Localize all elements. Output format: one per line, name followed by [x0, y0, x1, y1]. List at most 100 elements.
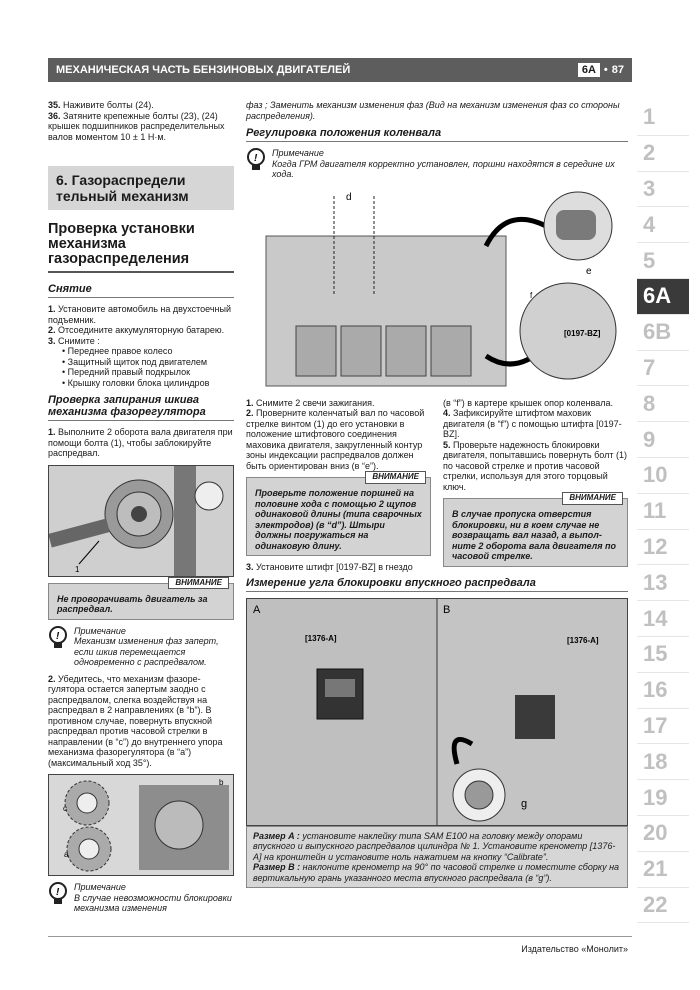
svg-text:!: !	[56, 887, 60, 898]
page-number-block: 6A • 87	[577, 63, 624, 77]
chapter-tab-active[interactable]: 6A	[637, 278, 689, 315]
list-item: Крышку головки блока цилиндров	[62, 378, 234, 389]
fig-callout: d	[346, 192, 352, 203]
chapter-tab[interactable]: 8	[637, 386, 689, 423]
tool-label: [0197-BZ]	[564, 329, 601, 338]
list-item: Передний правый подкрылок	[62, 367, 234, 378]
fig-panel-label: A	[253, 604, 261, 616]
pulley-step-1: 1. Выполните 2 оборота вала двигате­ля п…	[48, 427, 234, 459]
phaser-figure: c a b	[48, 774, 234, 876]
caption-a-label: Размер A :	[253, 830, 300, 841]
engine-figure: d e f [0197-BZ]	[246, 186, 628, 398]
step-3: 3. Снимите :	[48, 336, 234, 347]
chapter-tab[interactable]: 10	[637, 458, 689, 494]
step-text: Наживите болты (24).	[60, 100, 154, 110]
caption-b-label: Размер B :	[253, 862, 301, 872]
warning-box: ВНИМАНИЕ В случае пропуска отверстия бло…	[443, 492, 628, 567]
step-number: 4.	[443, 408, 451, 418]
engine-illustration: d e f [0197-BZ]	[265, 191, 617, 386]
chapter-tab[interactable]: 15	[637, 637, 689, 673]
note: ! Примечание Механизм изменения фаз за­п…	[48, 625, 234, 668]
page-header: МЕХАНИЧЕСКАЯ ЧАСТЬ БЕНЗИНОВЫХ ДВИГАТЕЛЕЙ…	[48, 58, 632, 82]
chapter-tab[interactable]: 16	[637, 673, 689, 709]
tool-label: [1376-A]	[305, 634, 337, 643]
pulley-illustration: 1	[49, 465, 233, 576]
chapter-tab[interactable]: 20	[637, 816, 689, 852]
publisher: Издательство «Монолит»	[521, 944, 628, 954]
inclinometer-figure: A B [1376-A] [1376-A] g	[246, 597, 628, 826]
chapter-tab[interactable]: 1	[637, 100, 689, 136]
step-number: 1.	[246, 397, 254, 408]
chapter-tab[interactable]: 14	[637, 601, 689, 637]
chapter-tab[interactable]: 4	[637, 207, 689, 244]
note-text: В случае невозможности бло­кировки механ…	[74, 892, 232, 914]
crank-step-5: 5. Проверьте надежность блокиров­ки двиг…	[443, 440, 628, 493]
warning-tag: ВНИМАНИЕ	[365, 471, 426, 484]
chapter-tab[interactable]: 6B	[637, 315, 689, 351]
pulley-figure: 1	[48, 464, 234, 577]
pulley-step-2: 2. Убедитесь, что механизм фазоре­гулято…	[48, 674, 234, 769]
warning-box: ВНИМАНИЕ Не проворачивать двигатель за р…	[48, 576, 234, 620]
lightbulb-icon: !	[49, 625, 67, 648]
inclinometer-illustration: A B [1376-A] [1376-A] g	[247, 598, 627, 825]
note-body: Примечание В случае невозможности бло­ки…	[74, 882, 234, 914]
step-number: 1.	[48, 304, 56, 314]
step-text: Отсоедините аккумуляторную ба­тарею.	[55, 325, 225, 335]
chapter-tab[interactable]: 13	[637, 565, 689, 602]
step-number: 36.	[48, 110, 61, 121]
page-number: 87	[611, 64, 624, 76]
crank-step-3: 3. Установите штифт [0197-BZ] в гнездо	[246, 562, 431, 573]
note-title: Примечание	[272, 148, 324, 158]
crank-step-2: 2. Проверните коленчатый вал по часо­вой…	[246, 408, 431, 471]
step-text: Убедитесь, что механизм фазоре­гулятора …	[48, 673, 223, 768]
step-text: Снимите 2 свечи зажигания.	[253, 397, 375, 408]
footer-divider	[48, 936, 632, 937]
note-body: Примечание Когда ГРМ двигателя корректно…	[272, 148, 628, 180]
chapter-tab[interactable]: 9	[637, 422, 689, 458]
fig-panel-label: B	[443, 604, 450, 616]
chapter-tab[interactable]: 21	[637, 852, 689, 888]
crank-heading: Регулировка положения коленвала	[246, 127, 628, 142]
header-title: МЕХАНИЧЕСКАЯ ЧАСТЬ БЕНЗИНОВЫХ ДВИГАТЕЛЕЙ	[56, 64, 351, 76]
tool-label: [1376-A]	[567, 636, 599, 645]
removal-heading: Снятие	[48, 283, 234, 298]
list-item: Защитный щиток под двигателем	[62, 357, 234, 368]
figure-caption: Размер A : установите наклейку типа SAM …	[246, 825, 628, 888]
crank-step-4: 4. Зафиксируйте штифтом маховик двигател…	[443, 408, 628, 440]
note-text: Когда ГРМ двигателя корректно установлен…	[272, 158, 615, 180]
warning-box: ВНИМАНИЕ Проверьте положение порш­ней на…	[246, 471, 431, 556]
chapter-tab[interactable]: 3	[637, 172, 689, 208]
chapter-tab[interactable]: 7	[637, 351, 689, 387]
list-item: Переднее правое колесо	[62, 346, 234, 357]
note-text: Механизм изменения фаз за­перт, если шки…	[74, 636, 219, 667]
fig-callout: f	[530, 291, 533, 300]
bullet: •	[603, 64, 608, 76]
caption-a-text: установите наклейку типа SAM E100 на гол…	[253, 830, 616, 862]
fig-callout: g	[521, 798, 527, 810]
note-title: Примечание	[74, 625, 126, 636]
step-number: 5.	[443, 439, 451, 450]
chapter-tab[interactable]: 22	[637, 888, 689, 924]
step-text: Выполните 2 оборота вала двигате­ля при …	[48, 427, 233, 458]
chapter-tab[interactable]: 18	[637, 744, 689, 781]
pulley-heading: Проверка запирания шкива механизма фазор…	[48, 394, 234, 421]
chapter-tab[interactable]: 2	[637, 136, 689, 172]
caption-b-text: наклоните кренометр на 90° по часовой ст…	[253, 862, 620, 883]
step-text: Снимите :	[55, 335, 100, 346]
caption-a: Размер A : установите наклейку типа SAM …	[253, 831, 621, 863]
svg-text:!: !	[56, 631, 60, 642]
step-35: 35. Наживите болты (24).	[48, 100, 234, 111]
chapter-tab[interactable]: 19	[637, 780, 689, 816]
chapter-tab[interactable]: 12	[637, 530, 689, 566]
fig-callout: a	[64, 850, 69, 859]
chapter-tab[interactable]: 11	[637, 494, 689, 530]
svg-text:!: !	[254, 153, 258, 164]
chapter-tab[interactable]: 5	[637, 243, 689, 279]
chapter-tab[interactable]: 17	[637, 709, 689, 745]
step-number: 3.	[48, 335, 56, 346]
note: ! Примечание В случае невозможности бло­…	[48, 882, 234, 914]
step-text: Затяните крепежные болты (23), (24) крыш…	[48, 110, 225, 142]
fig-callout: e	[586, 266, 592, 277]
phaser-illustration: c a b	[49, 775, 233, 875]
note-title: Примечание	[74, 882, 126, 892]
